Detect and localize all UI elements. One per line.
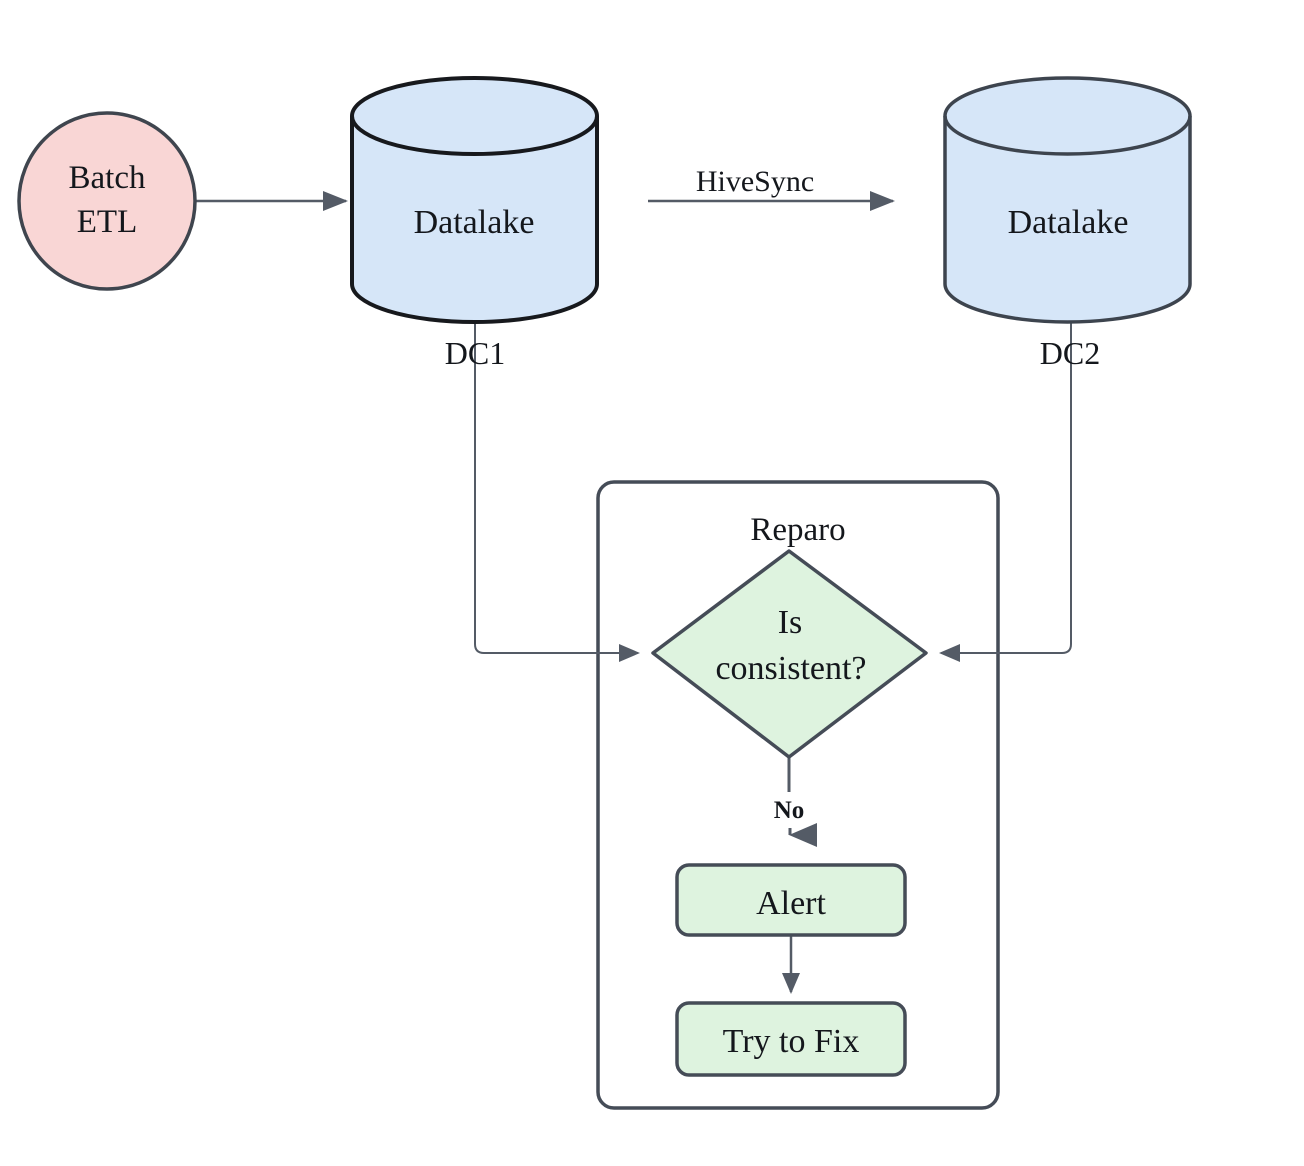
dc2-sublabel: DC2 bbox=[1040, 335, 1100, 371]
node-try-to-fix: Try to Fix bbox=[675, 1001, 907, 1077]
datalake-dc1-label: Datalake bbox=[414, 204, 535, 241]
node-batch-etl bbox=[17, 111, 197, 291]
decision-label-line1: Is bbox=[778, 604, 803, 641]
datalake-dc1-cylinder-body bbox=[350, 76, 599, 324]
try-to-fix-label: Try to Fix bbox=[723, 1023, 860, 1060]
batch-etl-label-line2: ETL bbox=[77, 204, 137, 240]
reparo-container-label: Reparo bbox=[750, 512, 845, 548]
datalake-dc2-cylinder-body bbox=[943, 76, 1192, 324]
datalake-dc1-cylinder-rim bbox=[350, 115, 599, 156]
alert-box-shape bbox=[675, 863, 907, 937]
edge-dc2-to-decision bbox=[939, 322, 1072, 662]
alert-label: Alert bbox=[756, 885, 826, 922]
edge-label-no: No bbox=[774, 797, 805, 824]
decision-label-line2: consistent? bbox=[715, 650, 866, 687]
edge-label-hivesync: HiveSync bbox=[696, 165, 814, 198]
datalake-dc2-label: Datalake bbox=[1008, 204, 1129, 241]
node-is-consistent: Is consistent? bbox=[651, 549, 928, 759]
node-datalake-dc1: Datalake bbox=[350, 76, 599, 324]
try-to-fix-box-shape bbox=[675, 1001, 907, 1077]
batch-etl-label-line1: Batch bbox=[69, 160, 146, 196]
node-datalake-dc2: Datalake bbox=[943, 76, 1192, 324]
decision-diamond-shape bbox=[651, 549, 928, 759]
dc1-sublabel: DC1 bbox=[445, 335, 505, 371]
node-alert: Alert bbox=[675, 863, 907, 937]
datalake-dc2-cylinder-rim bbox=[943, 115, 1192, 156]
edge-dc1-to-decision bbox=[474, 322, 640, 662]
